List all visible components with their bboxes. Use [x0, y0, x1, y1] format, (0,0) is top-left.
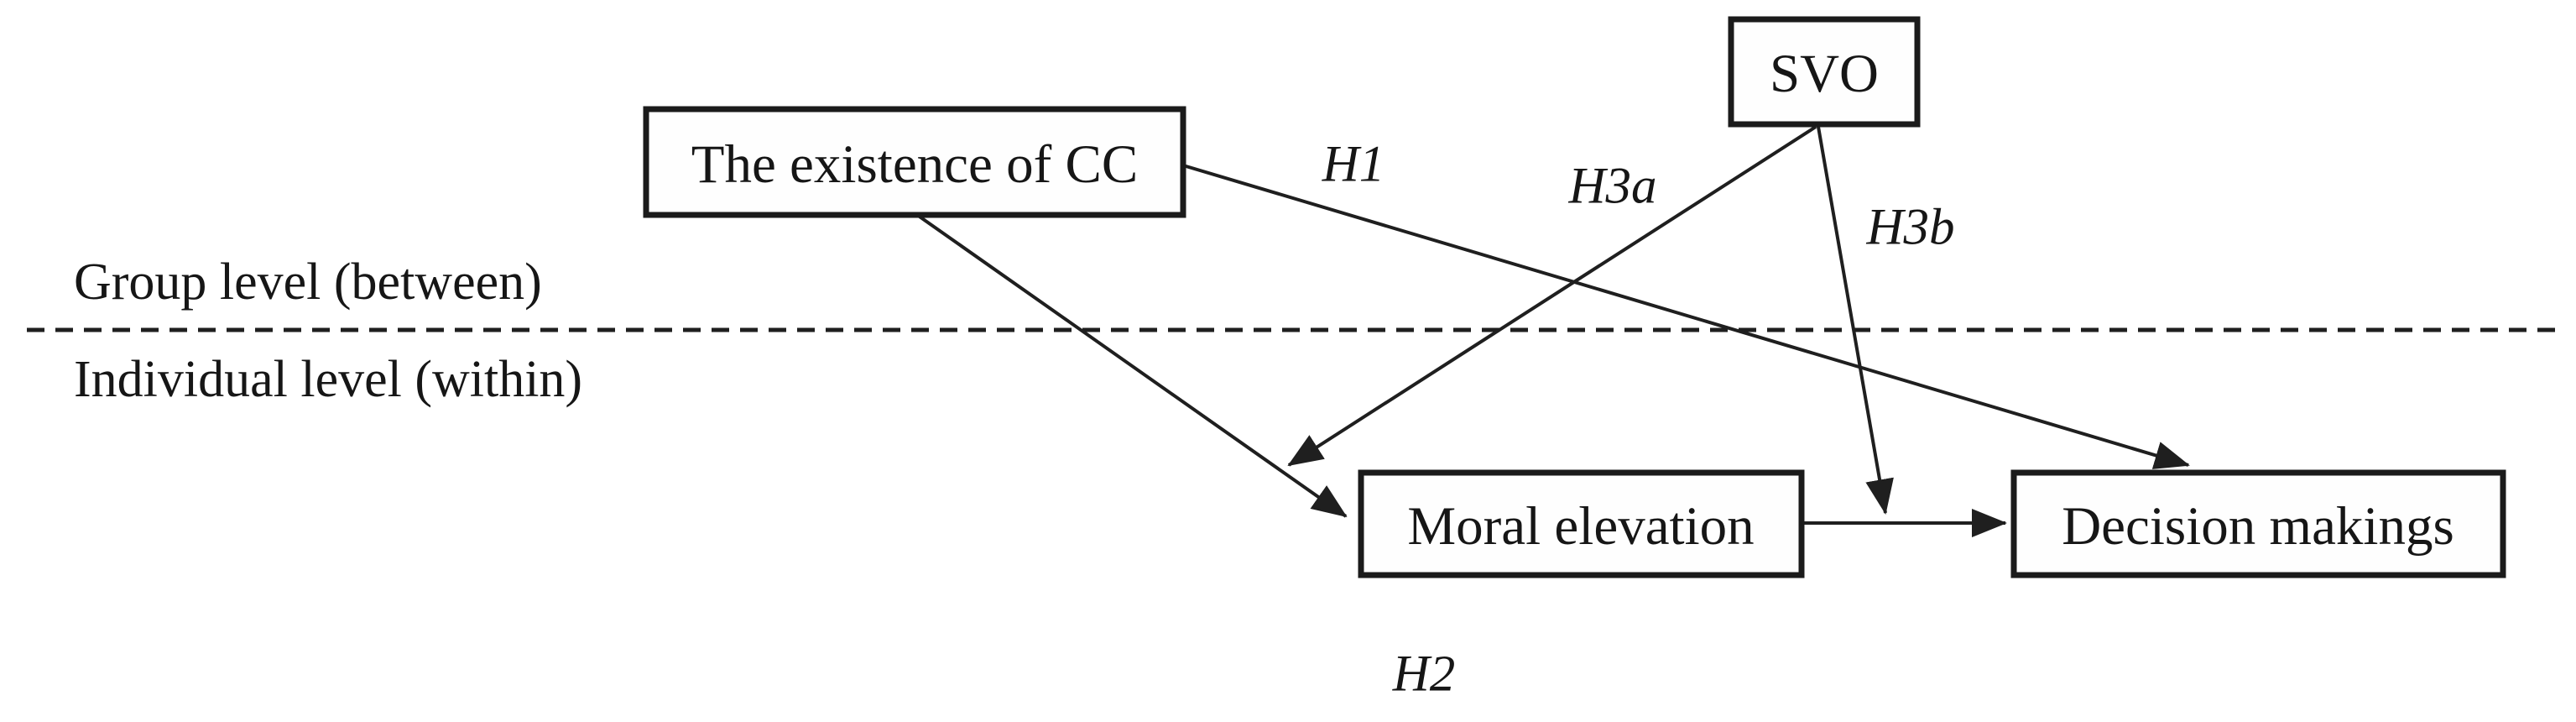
node-label-moral-elevation: Moral elevation — [1407, 496, 1754, 557]
hypothesis-label-h2: H2 — [1392, 646, 1456, 703]
node-box-existence-of-cc — [643, 106, 1186, 218]
edge-h1-cc-to-decision — [1182, 164, 2190, 469]
hypothesis-label-h3b: H3b — [1865, 200, 1954, 256]
hypothesis-label-h3a: H3a — [1567, 159, 1656, 215]
node-box-moral-elevation — [1358, 469, 1805, 578]
node-box-svo — [1728, 16, 1921, 128]
node-label-existence-of-cc: The existence of CC — [691, 134, 1138, 195]
node-label-svo: SVO — [1770, 44, 1879, 104]
individual-level-caption: Individual level (within) — [74, 351, 582, 408]
edge-h3a-svo-to-moral-elevation — [1287, 125, 1817, 467]
group-level-caption: Group level (between) — [74, 254, 542, 311]
node-label-decision-makings: Decision makings — [2062, 496, 2454, 557]
hypothesis-label-h1: H1 — [1322, 137, 1385, 193]
edge-cc-to-moral-elevation — [915, 213, 1348, 518]
node-box-decision-makings — [2010, 469, 2506, 578]
edge-h3b-svo-to-mediation-path — [1817, 126, 1894, 515]
